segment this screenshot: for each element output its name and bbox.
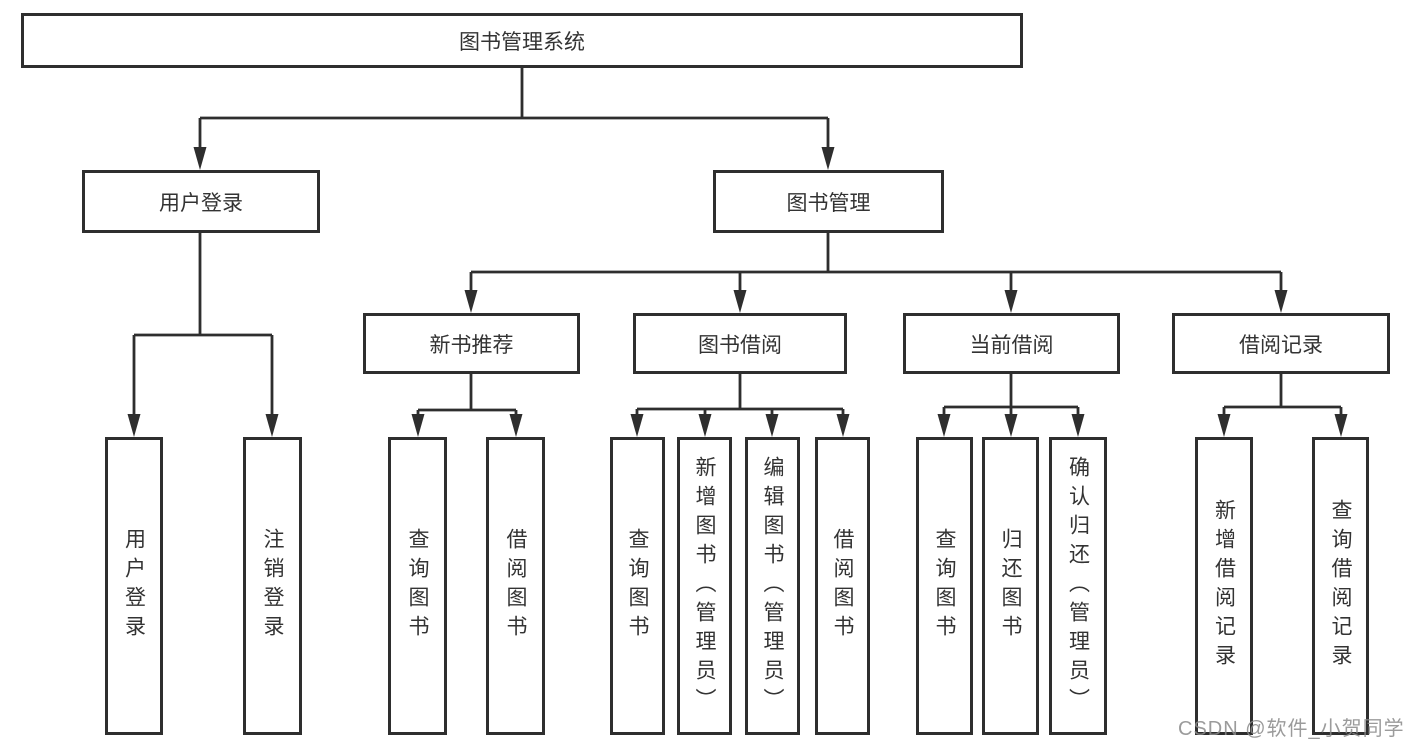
node-new-book-recommend-label: 新书推荐 — [429, 333, 514, 357]
node-root-label: 图书管理系统 — [459, 30, 585, 54]
leaf-cb-return-books-label: 归还图书 — [999, 528, 1022, 644]
leaf-nbr-query-books: 查询图书 — [388, 437, 447, 735]
leaf-cb-return-books: 归还图书 — [982, 437, 1039, 735]
leaf-nbr-query-books-label: 查询图书 — [406, 528, 429, 644]
leaf-logout-label: 注销登录 — [261, 528, 284, 644]
leaf-bb-edit-books-label: 编辑图书（管理员） — [761, 455, 784, 717]
arrow-down-icon — [127, 414, 141, 437]
node-current-borrowing-label: 当前借阅 — [969, 333, 1054, 357]
leaf-br-query-record: 查询借阅记录 — [1312, 437, 1369, 735]
leaf-user-login-label: 用户登录 — [122, 528, 146, 644]
arrow-down-icon — [193, 147, 207, 170]
leaf-br-query-record-label: 查询借阅记录 — [1329, 499, 1352, 673]
leaf-cb-confirm-return-label: 确认归还（管理员） — [1066, 455, 1090, 717]
leaf-bb-query-books-label: 查询图书 — [626, 528, 649, 644]
leaf-br-add-record: 新增借阅记录 — [1195, 437, 1253, 735]
leaf-bb-borrow-books: 借阅图书 — [815, 437, 870, 735]
leaf-bb-add-books: 新增图书（管理员） — [677, 437, 732, 735]
node-root: 图书管理系统 — [21, 13, 1023, 68]
arrow-down-icon — [937, 414, 951, 437]
leaf-bb-query-books: 查询图书 — [610, 437, 665, 735]
arrow-down-icon — [1004, 414, 1018, 437]
arrow-down-icon — [509, 414, 523, 437]
arrow-down-icon — [464, 290, 478, 313]
arrow-down-icon — [1274, 290, 1288, 313]
node-current-borrowing: 当前借阅 — [903, 313, 1120, 374]
leaf-br-add-record-label: 新增借阅记录 — [1212, 499, 1236, 673]
arrow-down-icon — [765, 414, 779, 437]
leaf-bb-edit-books: 编辑图书（管理员） — [745, 437, 800, 735]
arrow-down-icon — [411, 414, 425, 437]
arrow-down-icon — [836, 414, 850, 437]
leaf-nbr-borrow-books: 借阅图书 — [486, 437, 545, 735]
arrow-down-icon — [698, 414, 712, 437]
node-user-login-label: 用户登录 — [159, 191, 243, 215]
arrow-down-icon — [733, 290, 747, 313]
leaf-nbr-borrow-books-label: 借阅图书 — [504, 528, 527, 644]
node-borrowing-records: 借阅记录 — [1172, 313, 1390, 374]
leaf-cb-query-books: 查询图书 — [916, 437, 973, 735]
node-book-management-label: 图书管理 — [786, 191, 871, 215]
leaf-user-login: 用户登录 — [105, 437, 163, 735]
arrow-down-icon — [1217, 414, 1231, 437]
csdn-watermark: CSDN @软件_小贺同学 — [1178, 718, 1405, 740]
leaf-cb-query-books-label: 查询图书 — [933, 528, 956, 644]
node-new-book-recommend: 新书推荐 — [363, 313, 580, 374]
arrow-down-icon — [1071, 414, 1085, 437]
leaf-logout: 注销登录 — [243, 437, 302, 735]
node-book-borrowing: 图书借阅 — [633, 313, 847, 374]
leaf-bb-borrow-books-label: 借阅图书 — [831, 528, 854, 644]
leaf-cb-confirm-return: 确认归还（管理员） — [1049, 437, 1107, 735]
leaf-bb-add-books-label: 新增图书（管理员） — [693, 455, 716, 717]
node-book-borrowing-label: 图书借阅 — [698, 333, 782, 357]
arrow-down-icon — [821, 147, 835, 170]
arrow-down-icon — [630, 414, 644, 437]
node-user-login: 用户登录 — [82, 170, 320, 233]
arrowheads — [127, 147, 1348, 437]
arrow-down-icon — [265, 414, 279, 437]
arrow-down-icon — [1334, 414, 1348, 437]
node-borrowing-records-label: 借阅记录 — [1239, 333, 1323, 357]
arrow-down-icon — [1004, 290, 1018, 313]
node-book-management: 图书管理 — [713, 170, 944, 233]
